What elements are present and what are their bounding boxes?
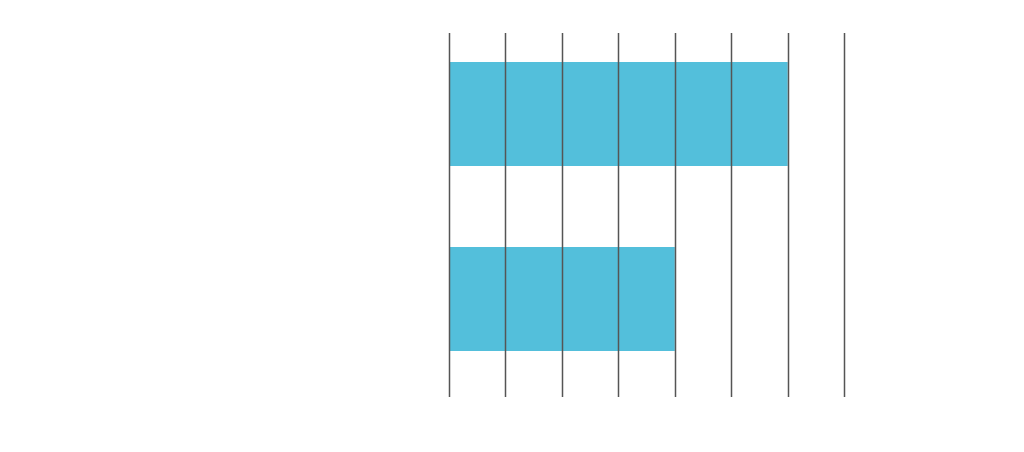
gridlines-group: [448, 33, 846, 397]
